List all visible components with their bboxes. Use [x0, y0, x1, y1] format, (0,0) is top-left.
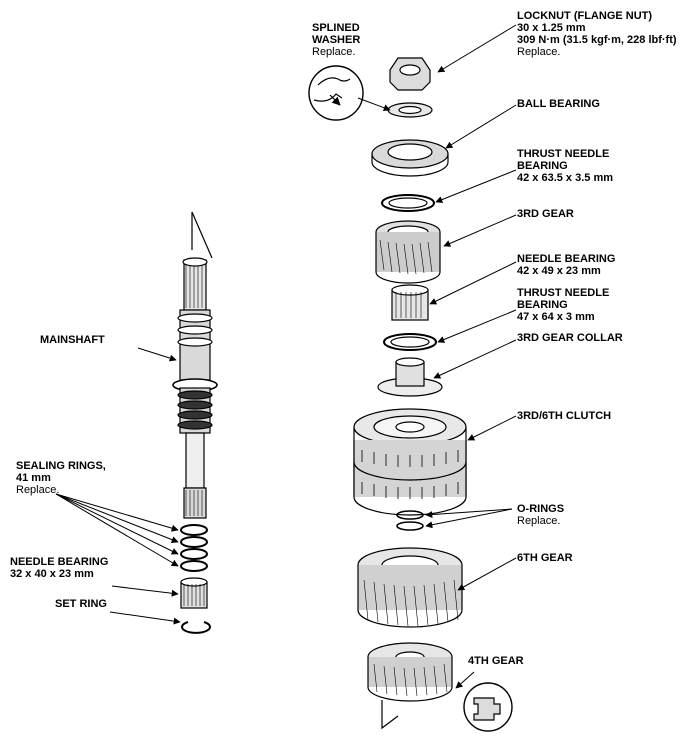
label-thrust-needle-2-title-2: BEARING: [517, 299, 568, 311]
label-thrust-needle-1-title-2: BEARING: [517, 160, 568, 172]
needle-bearing-lower-part: [180, 577, 208, 609]
3rd-gear-part: [375, 220, 441, 284]
label-locknut-note: Replace.: [517, 46, 561, 58]
label-set-ring-title: SET RING: [55, 598, 107, 610]
label-o-rings: O-RINGS Replace.: [517, 503, 564, 527]
label-needle-bearing-upper-title: NEEDLE BEARING: [517, 253, 616, 265]
leader-lines: [55, 24, 517, 689]
splined-washer-part: [387, 102, 433, 118]
set-ring-part: [181, 621, 211, 634]
splined-washer-detail: [308, 65, 364, 121]
label-needle-bearing-lower: NEEDLE BEARING 32 x 40 x 23 mm: [10, 556, 108, 580]
4th-gear-detail: [463, 682, 513, 732]
label-locknut-spec-2: 309 N·m (31.5 kgf·m, 228 lbf·ft): [517, 34, 677, 46]
label-locknut-spec-1: 30 x 1.25 mm: [517, 22, 586, 34]
label-clutch-title: 3RD/6TH CLUTCH: [517, 410, 612, 422]
label-sealing-rings: SEALING RINGS, 41 mm Replace.: [16, 460, 106, 496]
label-thrust-needle-bearing-2: THRUST NEEDLE BEARING 47 x 64 x 3 mm: [517, 287, 609, 323]
label-clutch: 3RD/6TH CLUTCH: [517, 410, 611, 422]
label-thrust-needle-2-spec: 47 x 64 x 3 mm: [517, 311, 595, 323]
label-sealing-rings-note: Replace.: [16, 484, 60, 496]
label-thrust-needle-2-title-1: THRUST NEEDLE: [517, 287, 610, 299]
label-locknut: LOCKNUT (FLANGE NUT) 30 x 1.25 mm 309 N·…: [517, 10, 677, 58]
thrust-needle-bearing-2-part: [383, 333, 437, 351]
locknut-part: [389, 57, 431, 91]
label-splined-washer-title-2: WASHER: [312, 34, 361, 46]
label-3rd-gear: 3RD GEAR: [517, 208, 574, 220]
clutch-part: [353, 408, 467, 516]
needle-bearing-upper-part: [391, 284, 429, 321]
label-thrust-needle-1-spec: 42 x 63.5 x 3.5 mm: [517, 172, 614, 184]
label-needle-bearing-lower-title: NEEDLE BEARING: [10, 556, 109, 568]
thrust-needle-bearing-1-part: [381, 194, 435, 212]
sealing-rings-part: [180, 524, 208, 572]
label-6th-gear-title: 6TH GEAR: [517, 552, 573, 564]
label-splined-washer-title-1: SPLINED: [312, 22, 360, 34]
label-locknut-title: LOCKNUT (FLANGE NUT): [517, 10, 653, 22]
label-3rd-gear-title: 3RD GEAR: [517, 208, 574, 220]
label-4th-gear-title: 4TH GEAR: [468, 655, 524, 667]
label-mainshaft-title: MAINSHAFT: [40, 334, 105, 346]
label-mainshaft: MAINSHAFT: [40, 334, 105, 346]
label-needle-bearing-upper: NEEDLE BEARING 42 x 49 x 23 mm: [517, 253, 615, 277]
mainshaft-part: [172, 211, 218, 519]
o-rings-part: [396, 510, 424, 531]
label-3rd-gear-collar: 3RD GEAR COLLAR: [517, 332, 623, 344]
label-thrust-needle-bearing-1: THRUST NEEDLE BEARING 42 x 63.5 x 3.5 mm: [517, 148, 613, 184]
label-ball-bearing: BALL BEARING: [517, 98, 600, 110]
label-thrust-needle-1-title-1: THRUST NEEDLE: [517, 148, 610, 160]
label-needle-bearing-upper-spec: 42 x 49 x 23 mm: [517, 265, 601, 277]
label-3rd-gear-collar-title: 3RD GEAR COLLAR: [517, 332, 623, 344]
label-6th-gear: 6TH GEAR: [517, 552, 573, 564]
label-4th-gear: 4TH GEAR: [468, 655, 524, 667]
label-splined-washer: SPLINED WASHER Replace.: [312, 22, 360, 58]
label-splined-washer-note: Replace.: [312, 46, 356, 58]
label-sealing-rings-title-2: 41 mm: [16, 472, 51, 484]
label-set-ring: SET RING: [55, 598, 107, 610]
label-sealing-rings-title-1: SEALING RINGS,: [16, 460, 106, 472]
label-needle-bearing-lower-spec: 32 x 40 x 23 mm: [10, 568, 94, 580]
3rd-gear-collar-part: [377, 357, 443, 397]
ball-bearing-part: [371, 139, 449, 177]
4th-gear-part: [367, 642, 453, 730]
label-ball-bearing-title: BALL BEARING: [517, 98, 600, 110]
label-o-rings-note: Replace.: [517, 515, 561, 527]
label-o-rings-title: O-RINGS: [517, 503, 565, 515]
6th-gear-part: [357, 547, 463, 628]
